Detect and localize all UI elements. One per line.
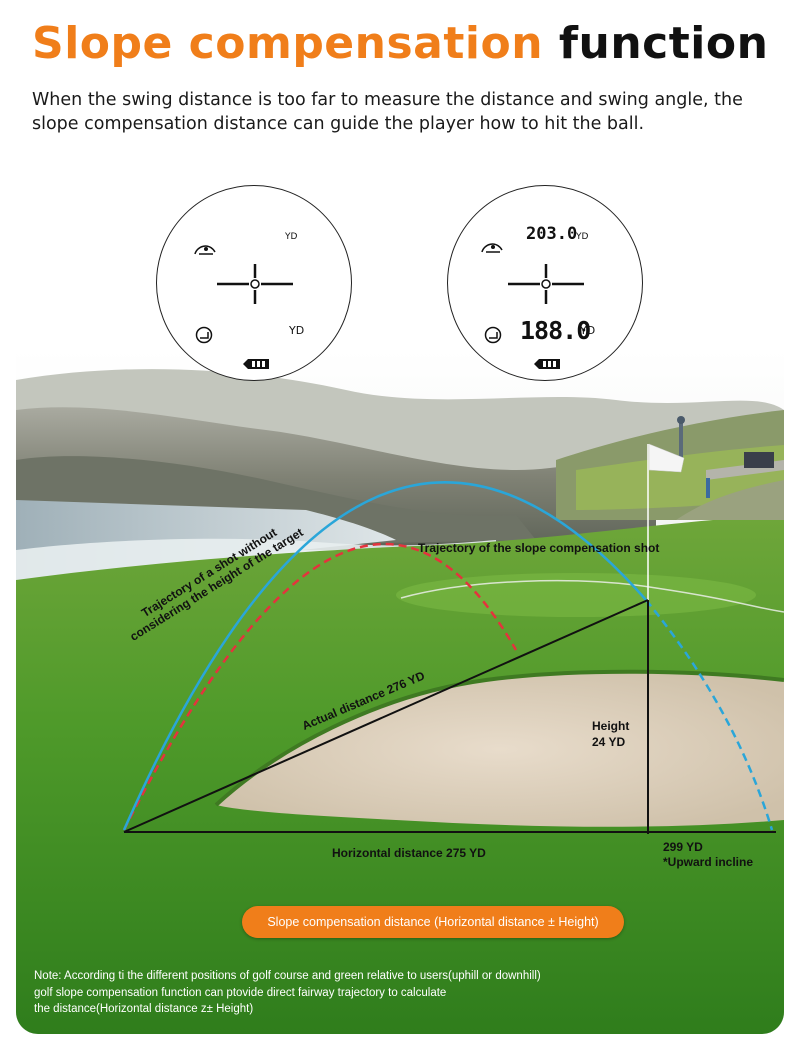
trajectory-diagram	[122, 481, 776, 834]
title-rest: function	[558, 18, 769, 69]
golf-course-illustration	[16, 350, 784, 1034]
label-horizontal-distance: Horizontal distance 275 YD	[332, 846, 486, 860]
unit-label-mid: YD	[289, 324, 305, 337]
crosshair-icon	[217, 264, 293, 304]
formula-badge: Slope compensation distance (Horizontal …	[242, 906, 624, 938]
label-height-line1: Height	[592, 719, 630, 733]
title-highlight: Slope compensation	[32, 18, 544, 69]
footnote-line3: the distance(Horizontal distance z± Heig…	[34, 1003, 254, 1015]
unit-label-top: YD	[576, 232, 589, 242]
footnote-line2: golf slope compensation function can pto…	[34, 986, 447, 999]
slope-icon	[484, 326, 502, 344]
label-height: Height 24 YD	[592, 718, 629, 750]
actual-distance-line	[123, 599, 649, 833]
battery-icon	[243, 359, 269, 369]
label-result-line1: 299 YD	[663, 840, 703, 854]
golfer-mode-icon	[481, 243, 503, 253]
battery-icon	[534, 359, 560, 369]
page-title: Slope compensation function	[32, 18, 768, 69]
label-height-line2: 24 YD	[592, 735, 626, 749]
unit-label-top: YD	[285, 232, 298, 242]
golfer-mode-icon	[194, 245, 216, 255]
blue-trajectory-dashed	[645, 599, 774, 831]
footnote-line1: Note: According ti the different positio…	[34, 970, 541, 982]
red-trajectory-line	[122, 542, 518, 831]
slope-icon	[195, 326, 213, 344]
unit-label-mid: YD	[580, 324, 596, 337]
distance-readout-top: 203.0	[526, 224, 578, 244]
scope-view-right: 203.0 YD 188.0 YD	[447, 185, 643, 381]
crosshair-icon	[508, 264, 584, 304]
label-slope-trajectory: Trajectory of the slope compensation sho…	[418, 541, 660, 555]
golf-course-scene	[16, 350, 784, 1034]
footnote: Note: According ti the different positio…	[34, 968, 714, 1018]
blue-trajectory-line	[122, 481, 647, 831]
label-result-line2: *Upward incline	[663, 855, 754, 869]
distance-readout-main: 188.0	[520, 316, 591, 345]
subtitle: When the swing distance is too far to me…	[32, 90, 743, 134]
label-result: 299 YD *Upward incline	[663, 840, 753, 870]
scope-view-left: YD YD	[156, 185, 352, 381]
